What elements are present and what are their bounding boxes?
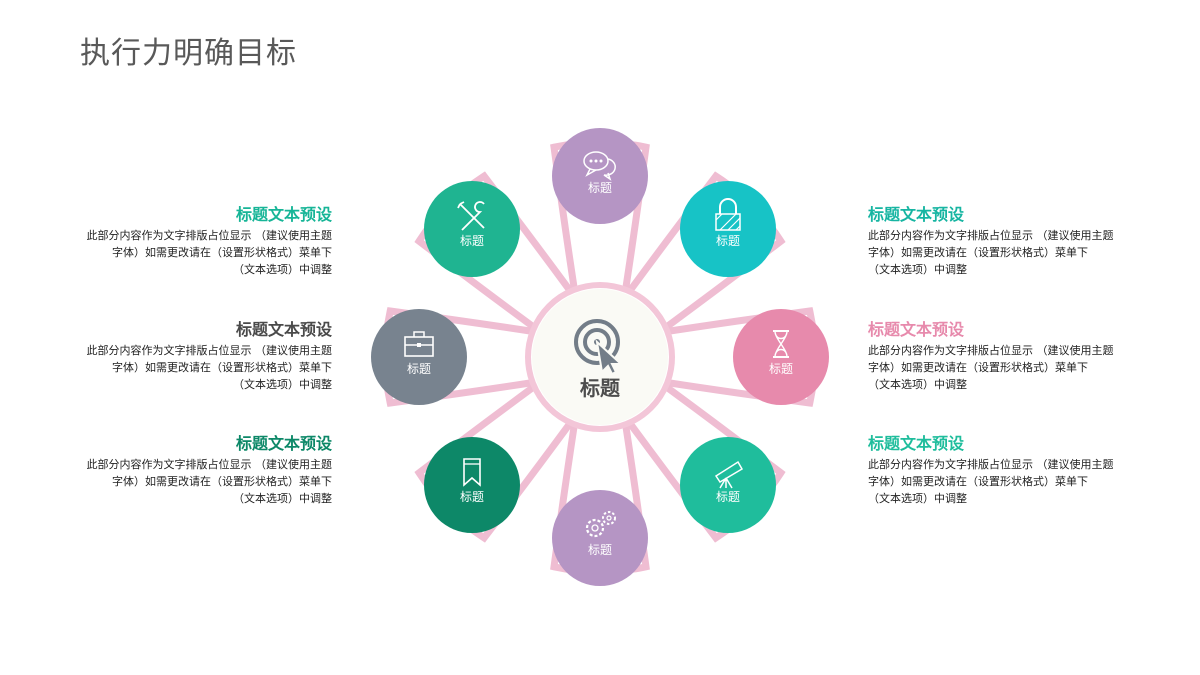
chat-bubbles-icon [583,151,616,181]
petal-circle[interactable] [680,181,776,277]
petal-node-bottom-right[interactable]: 标题 [680,437,776,533]
petal-node-left[interactable]: 标题 [371,309,467,405]
petal-label: 标题 [769,362,793,376]
center-ring [525,282,675,432]
block-line: （文本选项）中调整 [233,378,332,391]
block-title: 标题文本预设 [868,205,965,224]
block-title: 标题文本预设 [868,434,965,453]
petal-label: 标题 [460,490,484,504]
petal-node-bottom-left[interactable]: 标题 [424,437,520,533]
text-block-left-1: 标题文本预设 此部分内容作为文字排版占位显示 （建议使用主题 字体）如需更改请在… [70,205,333,278]
target-cursor-icon [574,319,624,376]
block-line: 此部分内容作为文字排版占位显示 （建议使用主题 [868,344,1114,357]
block-line: 此部分内容作为文字排版占位显示 （建议使用主题 [868,458,1114,471]
petal-label: 标题 [407,362,431,376]
briefcase-icon [404,331,434,357]
text-block-right-1: 标题文本预设 此部分内容作为文字排版占位显示 （建议使用主题 字体）如需更改请在… [868,205,1130,278]
petal-node-top-left[interactable]: 标题 [424,181,520,277]
petal-label: 标题 [588,181,612,195]
petal-label: 标题 [716,490,740,504]
block-line: 字体）如需更改请在（设置形状格式）菜单下 [868,361,1088,374]
block-title: 标题文本预设 [235,205,332,224]
block-line: （文本选项）中调整 [233,263,332,276]
petal-circle[interactable] [552,128,648,224]
text-block-right-3: 标题文本预设 此部分内容作为文字排版占位显示 （建议使用主题 字体）如需更改请在… [868,434,1130,507]
center-label: 标题 [580,376,621,400]
text-block-left-2: 标题文本预设 此部分内容作为文字排版占位显示 （建议使用主题 字体）如需更改请在… [70,320,333,393]
block-line: 字体）如需更改请在（设置形状格式）菜单下 [112,475,332,488]
block-line: （文本选项）中调整 [868,378,967,391]
block-title: 标题文本预设 [235,434,332,453]
text-block-right-2: 标题文本预设 此部分内容作为文字排版占位显示 （建议使用主题 字体）如需更改请在… [868,320,1130,393]
petal-label: 标题 [716,234,740,248]
petal-node-bottom[interactable]: 标题 [552,490,648,586]
petal-label: 标题 [460,234,484,248]
block-title: 标题文本预设 [868,320,965,339]
block-line: （文本选项）中调整 [868,263,967,276]
text-block-left-3: 标题文本预设 此部分内容作为文字排版占位显示 （建议使用主题 字体）如需更改请在… [70,434,333,507]
block-line: 此部分内容作为文字排版占位显示 （建议使用主题 [86,458,333,471]
block-line: （文本选项）中调整 [868,492,967,505]
telescope-icon [714,460,744,489]
tools-icon [457,201,485,231]
lock-icon [715,198,741,231]
petal-circle[interactable] [371,309,467,405]
petal-node-right[interactable]: 标题 [733,309,829,405]
gears-icon [585,511,616,538]
block-line: 此部分内容作为文字排版占位显示 （建议使用主题 [868,229,1114,242]
block-line: 字体）如需更改请在（设置形状格式）菜单下 [868,475,1088,488]
hourglass-icon [773,330,789,358]
block-line: 此部分内容作为文字排版占位显示 （建议使用主题 [86,344,333,357]
block-line: 字体）如需更改请在（设置形状格式）菜单下 [112,246,332,259]
block-line: 字体）如需更改请在（设置形状格式）菜单下 [112,361,332,374]
petal-circle[interactable] [552,490,648,586]
petal-circle[interactable] [424,437,520,533]
petal-circle[interactable] [424,181,520,277]
block-title: 标题文本预设 [235,320,332,339]
petal-circle[interactable] [680,437,776,533]
petal-label: 标题 [588,543,612,557]
block-line: （文本选项）中调整 [233,492,332,505]
petal-node-top[interactable]: 标题 [552,128,648,224]
bookmark-icon [463,458,481,487]
petal-node-top-right[interactable]: 标题 [680,181,776,277]
page-title: 执行力明确目标 [80,36,297,71]
block-line: 字体）如需更改请在（设置形状格式）菜单下 [868,246,1088,259]
block-line: 此部分内容作为文字排版占位显示 （建议使用主题 [86,229,333,242]
